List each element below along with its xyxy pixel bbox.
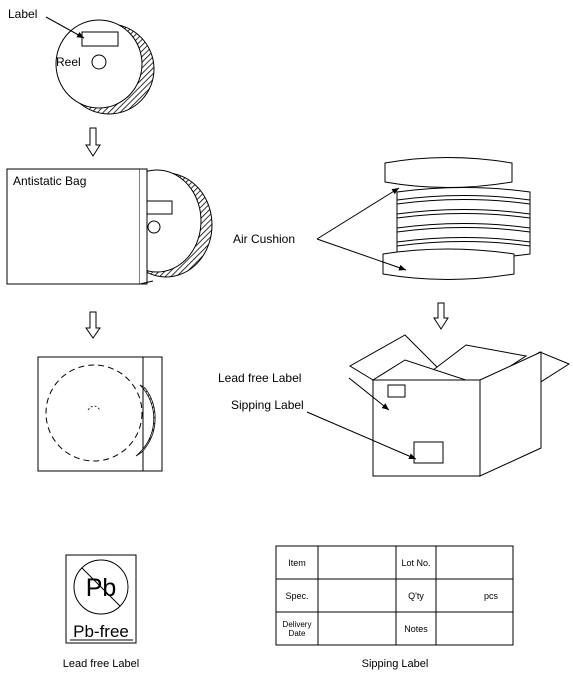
box-group: Lead free Label Sipping Label bbox=[218, 335, 569, 476]
table-row: Delivery bbox=[283, 620, 312, 629]
sipping-label-table: Item Lot No. Spec. Q'ty pcs Delivery Dat… bbox=[276, 546, 513, 670]
reel-group: Label Reel bbox=[8, 7, 154, 114]
bag-flap bbox=[140, 169, 147, 284]
table-row: Q'ty bbox=[408, 591, 424, 601]
pb-free-text: Pb-free bbox=[73, 622, 129, 641]
air-cushion-pointer-top bbox=[317, 188, 399, 239]
down-arrow-icon bbox=[86, 312, 100, 338]
table-row: pcs bbox=[484, 591, 499, 601]
down-arrow-icon bbox=[86, 128, 100, 156]
bag-reel-hub bbox=[148, 221, 160, 233]
cushion-sheet-top bbox=[385, 158, 512, 188]
pb-symbol: Pb bbox=[86, 574, 117, 602]
antistatic-bag-text: Antistatic Bag bbox=[13, 174, 86, 188]
reel-text: Reel bbox=[56, 55, 81, 69]
sealed-bag-group bbox=[38, 357, 162, 471]
table-row: Notes bbox=[404, 624, 428, 634]
antistatic-bag-group: Antistatic Bag bbox=[7, 169, 212, 284]
table-row: Item bbox=[288, 558, 306, 568]
pb-free-label: Pb Pb-free Lead free Label bbox=[63, 555, 139, 670]
air-cushion-group: Air Cushion bbox=[233, 158, 530, 280]
box-sipping-label bbox=[414, 442, 443, 463]
down-arrow-icon bbox=[434, 303, 448, 329]
label-text: Label bbox=[8, 7, 37, 21]
sipping-label-caption: Sipping Label bbox=[362, 658, 429, 670]
sipping-label-text: Sipping Label bbox=[231, 398, 304, 412]
table-row: Spec. bbox=[285, 591, 308, 601]
lead-free-label-text: Lead free Label bbox=[218, 371, 301, 385]
cushion-sheet-bottom bbox=[383, 249, 514, 280]
table-frame bbox=[276, 546, 513, 645]
box-lead-free-label bbox=[388, 385, 405, 397]
table-row: Date bbox=[289, 629, 306, 638]
reel-label-box bbox=[82, 32, 118, 46]
reel-hub bbox=[92, 55, 106, 69]
lead-free-caption: Lead free Label bbox=[63, 658, 139, 670]
table-row: Lot No. bbox=[401, 558, 430, 568]
air-cushion-text: Air Cushion bbox=[233, 232, 295, 246]
